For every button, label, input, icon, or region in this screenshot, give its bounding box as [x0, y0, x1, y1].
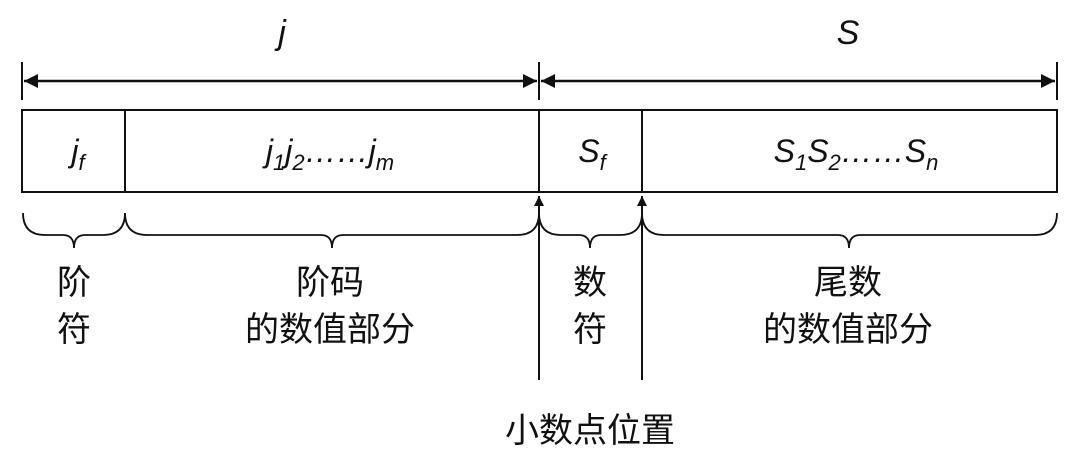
man-sign-label-line2: 符 [573, 310, 607, 350]
exp-value-label-line2: 的数值部分 [245, 310, 415, 350]
exp-value-brace [124, 212, 540, 249]
man-sign-label-line1: 数 [573, 263, 607, 303]
exp-sign-text: jf [67, 133, 87, 175]
mantissa-span-label: S [837, 14, 860, 52]
man-value-brace [641, 212, 1058, 249]
man-digits-cell [641, 109, 1058, 193]
man-sign-brace [538, 212, 643, 249]
exp-value-label-line1: 阶码 [296, 263, 364, 303]
exp-digits-text: j1j2……jm [262, 133, 394, 175]
decimal-point-label: 小数点位置 [505, 411, 675, 451]
man-digits-text: S1S2……Sn [774, 133, 939, 175]
exp-sign-label-line2: 符 [57, 310, 91, 350]
man-value-label-line1: 尾数 [814, 263, 882, 303]
exp-sign-label-line1: 阶 [57, 263, 91, 303]
man-value-label-line2: 的数值部分 [763, 310, 933, 350]
exponent-span-label: j [274, 14, 287, 52]
man-sign-text: Sf [578, 133, 608, 175]
exp-sign-brace [22, 212, 126, 249]
